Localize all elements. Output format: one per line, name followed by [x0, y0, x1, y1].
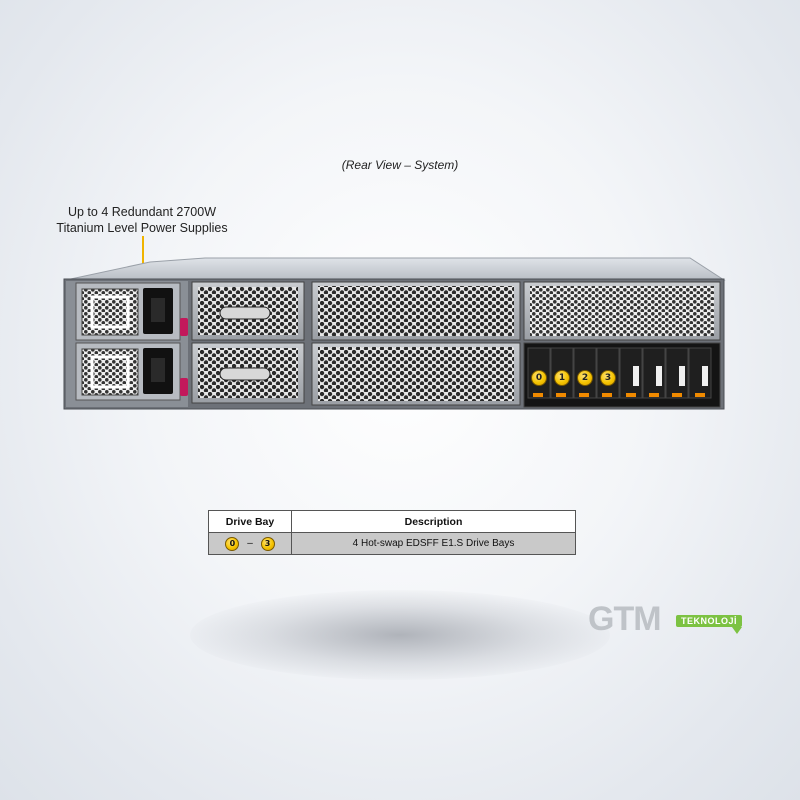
view-caption: (Rear View – System) [341, 158, 459, 172]
bay-badge-0: 0 [531, 370, 547, 386]
chassis-top [65, 257, 726, 281]
floor-shadow [190, 590, 610, 680]
col-header-description: Description [291, 510, 576, 533]
bay-badge-2: 2 [577, 370, 593, 386]
psu-unit-top [75, 282, 188, 341]
bay-range-end: 3 [260, 536, 275, 551]
bay-description: 4 Hot-swap EDSFF E1.S Drive Bays [291, 532, 576, 555]
right-vent [523, 281, 721, 341]
col-header-drive-bay: Drive Bay [208, 510, 292, 533]
bay-badge-3: 3 [600, 370, 616, 386]
bay-badge-1: 1 [554, 370, 570, 386]
bay-range-cell: 0 – 3 [208, 532, 292, 555]
bay-range-start: 0 [225, 536, 240, 551]
middle-vent-bottom [311, 342, 521, 406]
bay-range-separator: – [247, 538, 253, 549]
psu-callout: Up to 4 Redundant 2700W Titanium Level P… [52, 204, 232, 236]
psu-callout-line1: Up to 4 Redundant 2700W [67, 205, 217, 219]
table-row: 0 – 3 4 Hot-swap EDSFF E1.S Drive Bays [208, 532, 576, 555]
slot-module-bottom [191, 342, 305, 404]
psu-callout-line2: Titanium Level Power Supplies [56, 221, 228, 235]
drive-bay-table: Drive Bay Description 0 – 3 4 Hot-swap E… [208, 510, 576, 555]
logo-tag-tail [732, 627, 742, 634]
logo-wordmark: GTM [588, 600, 662, 638]
slot-module-top [191, 281, 305, 341]
psu-unit-bottom [75, 342, 188, 401]
table-header-row: Drive Bay Description [208, 510, 576, 533]
middle-vent-top [311, 281, 521, 341]
logo-tag: TEKNOLOJİ [676, 615, 743, 627]
